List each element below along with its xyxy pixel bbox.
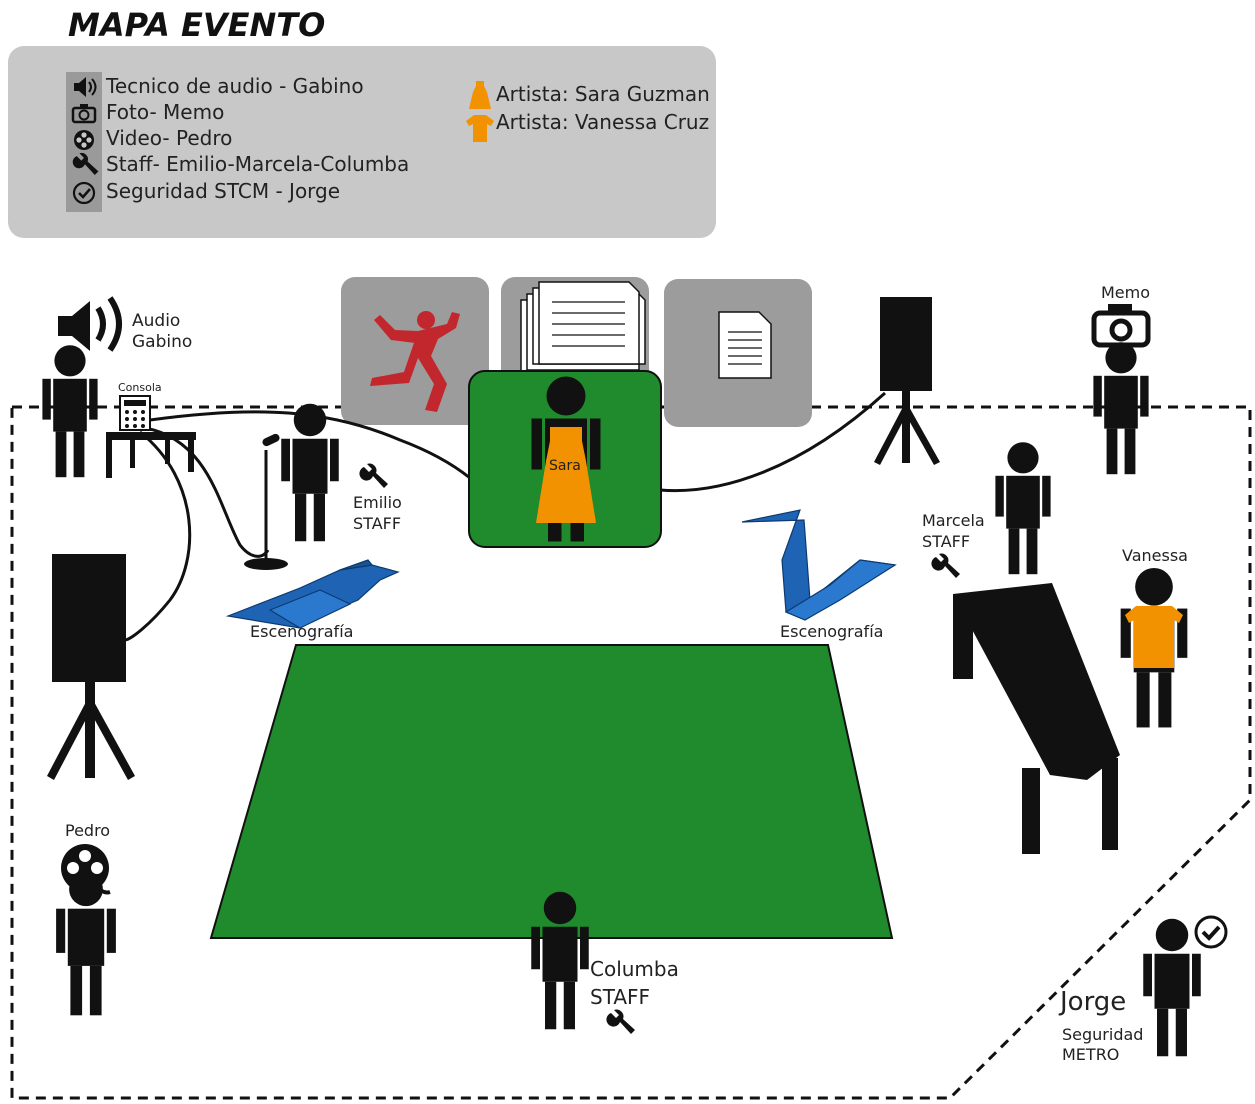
shirt-icon <box>466 115 494 142</box>
label-emilio-staff: STAFF <box>353 514 401 533</box>
label-consola: Consola <box>118 381 162 394</box>
console-table <box>106 432 196 478</box>
person-sara <box>531 376 601 542</box>
venue-boundary <box>10 405 1252 1100</box>
legend-artist-sara-text: Artista: Sara Guzman <box>496 82 710 106</box>
person-memo <box>1093 342 1149 475</box>
origami-bird-left <box>225 559 400 629</box>
columba-wrench-icon <box>606 1009 635 1034</box>
label-sara: Sara <box>549 458 581 474</box>
person-marcela <box>995 442 1051 575</box>
label-escenografia-left: Escenografía <box>250 622 353 641</box>
vanessa-shirt <box>1125 606 1183 668</box>
legend-artist-vanessa-text: Artista: Vanessa Cruz <box>496 110 709 134</box>
legend-staff-text: Staff- Emilio-Marcela-Columba <box>106 152 409 176</box>
label-escenografia-right: Escenografía <box>780 622 883 641</box>
label-columba-staff: STAFF <box>590 985 650 1009</box>
person-jorge <box>1143 918 1201 1057</box>
legend-panel: Tecnico de audio - Gabino Foto- Memo Vid… <box>8 46 716 238</box>
label-vanessa: Vanessa <box>1122 546 1188 565</box>
film-reel-icon <box>74 130 94 150</box>
dress-icon <box>469 81 491 109</box>
label-seguridad: Seguridad <box>1062 1025 1143 1044</box>
side-table <box>953 583 1120 854</box>
speaker-icon <box>74 77 97 97</box>
big-speaker-icon <box>58 296 122 352</box>
marcela-wrench-icon <box>931 553 960 578</box>
documents-icon <box>520 281 646 377</box>
label-pedro: Pedro <box>65 821 110 840</box>
camera-icon <box>71 104 97 124</box>
memo-camera-icon <box>1091 304 1151 348</box>
emilio-wrench-icon <box>359 463 388 488</box>
microphone-stand <box>244 433 288 570</box>
jorge-check-icon <box>1194 915 1228 949</box>
mixing-console <box>106 395 196 478</box>
legend-audio-text: Tecnico de audio - Gabino <box>105 74 364 98</box>
label-memo: Memo <box>1101 283 1150 302</box>
person-gabino <box>42 345 98 478</box>
label-jorge: Jorge <box>1058 987 1126 1017</box>
screen-logo <box>341 277 489 425</box>
map-title: MAPA EVENTO <box>68 6 325 44</box>
origami-swan-right <box>741 509 897 621</box>
label-metro: METRO <box>1062 1045 1119 1064</box>
check-circle-icon <box>72 181 96 205</box>
person-emilio <box>281 403 339 542</box>
audio-cables <box>124 391 887 642</box>
legend-photo-text: Foto- Memo <box>106 100 224 124</box>
sara-dress <box>536 427 596 523</box>
legend-security-text: Seguridad STCM - Jorge <box>106 179 340 203</box>
dancer-logo-icon <box>370 311 460 412</box>
label-gabino: Gabino <box>132 332 192 352</box>
person-vanessa <box>1120 567 1188 728</box>
label-audio: Audio <box>132 311 180 331</box>
document-icon <box>718 311 772 379</box>
label-marcela: Marcela <box>922 511 985 530</box>
speaker-tripod-right <box>874 297 940 465</box>
label-columba: Columba <box>590 957 679 981</box>
label-emilio: Emilio <box>353 493 402 512</box>
speaker-tripod-left <box>47 554 135 780</box>
legend-video-text: Video- Pedro <box>106 126 232 150</box>
screen-document <box>664 279 812 427</box>
label-marcela-staff: STAFF <box>922 532 970 551</box>
main-stage <box>209 644 894 939</box>
